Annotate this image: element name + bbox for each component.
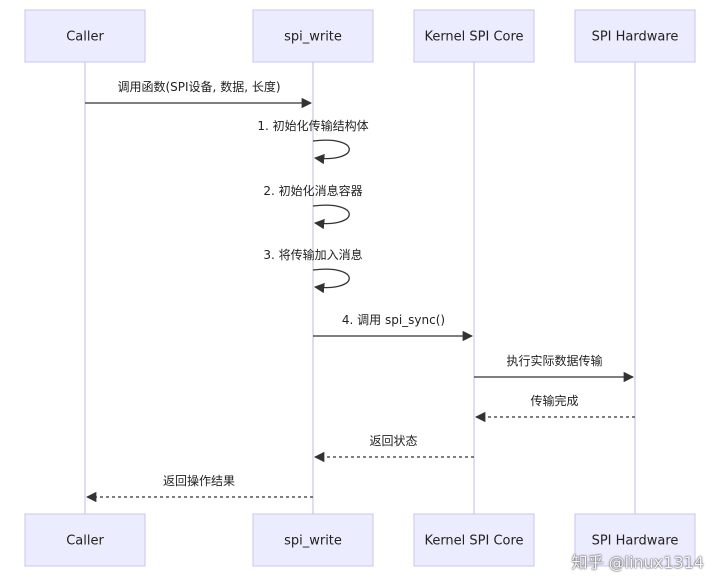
message-7: 传输完成	[474, 393, 635, 423]
actor-hw-top: SPI Hardware	[574, 9, 696, 63]
actor-box	[252, 513, 374, 567]
message-label: 传输完成	[530, 393, 578, 408]
actor-box	[24, 9, 146, 63]
message-3: 2. 初始化消息容器	[263, 183, 363, 230]
actor-box	[413, 513, 535, 567]
actor-box	[252, 9, 374, 63]
message-label: 返回操作结果	[163, 473, 235, 488]
message-label: 1. 初始化传输结构体	[257, 118, 368, 133]
message-1: 调用函数(SPI设备, 数据, 长度)	[85, 79, 313, 109]
message-5: 4. 调用 spi_sync()	[313, 313, 474, 342]
message-label: 3. 将传输加入消息	[263, 247, 362, 262]
actor-label: Kernel SPI Core	[424, 534, 523, 549]
message-9: 返回操作结果	[85, 473, 313, 503]
actor-box	[24, 513, 146, 567]
watermark: 知乎 @linux1314	[571, 553, 704, 572]
actor-label: SPI Hardware	[592, 534, 679, 549]
actor-spi_write-bottom: spi_write	[252, 513, 374, 567]
actor-caller-top: Caller	[24, 9, 146, 63]
self-message-arrow	[312, 139, 350, 165]
actor-label: Kernel SPI Core	[424, 30, 523, 45]
actor-label: spi_write	[284, 30, 342, 45]
actor-label: spi_write	[284, 534, 342, 549]
actor-box	[413, 9, 535, 63]
message-4: 3. 将传输加入消息	[263, 247, 363, 294]
actor-caller-bottom: Caller	[24, 513, 146, 567]
message-label: 4. 调用 spi_sync()	[342, 313, 445, 327]
actor-core-bottom: Kernel SPI Core	[413, 513, 535, 567]
actor-label: Caller	[66, 534, 104, 549]
actor-hw-bottom: SPI Hardware	[574, 513, 696, 567]
message-label: 返回状态	[369, 434, 417, 448]
actor-box	[574, 9, 696, 63]
actor-box	[574, 513, 696, 567]
actor-spi_write-top: spi_write	[252, 9, 374, 63]
actor-label: SPI Hardware	[592, 30, 679, 45]
message-label: 调用函数(SPI设备, 数据, 长度)	[117, 79, 280, 94]
self-message-arrow	[312, 268, 350, 294]
message-6: 执行实际数据传输	[474, 353, 635, 383]
actor-label: Caller	[66, 30, 104, 45]
message-2: 1. 初始化传输结构体	[257, 118, 369, 165]
message-label: 执行实际数据传输	[506, 353, 602, 368]
actor-core-top: Kernel SPI Core	[413, 9, 535, 63]
message-label: 2. 初始化消息容器	[263, 183, 362, 198]
self-message-arrow	[312, 204, 350, 230]
message-8: 返回状态	[313, 434, 474, 463]
